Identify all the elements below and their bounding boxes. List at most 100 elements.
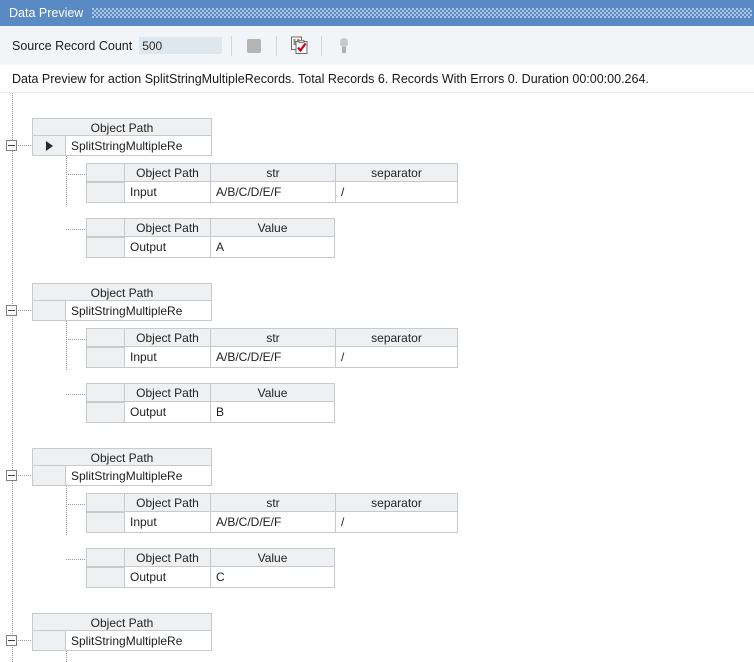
cell-object-path: Input	[124, 182, 210, 203]
group-header-label: Object Path	[90, 120, 154, 135]
collapse-minus-icon[interactable]	[6, 305, 17, 316]
preview-status-line: Data Preview for action SplitStringMulti…	[0, 65, 754, 93]
cell-object-path: Output	[124, 237, 210, 258]
clipboard-check-icon[interactable]	[286, 34, 312, 58]
stub-header	[86, 548, 124, 567]
collapse-minus-icon[interactable]	[6, 635, 17, 646]
output-table: Object Path Value Output C	[86, 548, 335, 588]
input-table: Object Path str separator Input A/B/C/D/…	[86, 163, 458, 203]
data-preview-tree[interactable]: Object Path SplitStringMultipleRe Object…	[0, 93, 754, 662]
output-table-header: Object Path Value	[86, 383, 335, 402]
row-stub[interactable]	[86, 567, 124, 588]
row-selector-cell[interactable]	[32, 465, 65, 486]
stub-header	[86, 383, 124, 402]
table-row[interactable]: Output B	[86, 402, 335, 423]
group-header-object-path: Object Path	[32, 283, 212, 301]
tree-child-spine	[66, 156, 67, 205]
input-table-header: Object Path str separator	[86, 493, 458, 512]
cell-object-path: Input	[124, 347, 210, 368]
tree-connector	[66, 394, 86, 395]
group-header-label: Object Path	[90, 450, 154, 465]
lightbulb-icon[interactable]	[331, 34, 357, 58]
group-header-label: Object Path	[90, 615, 154, 630]
header-str: str	[210, 163, 335, 182]
group-name: SplitStringMultipleRe	[65, 630, 212, 651]
tree-connector	[18, 145, 32, 146]
input-table: Object Path str separator Input A/B/C/D/…	[86, 328, 458, 368]
row-stub[interactable]	[86, 182, 124, 203]
row-selector-triangle-icon[interactable]	[32, 135, 65, 156]
header-object-path: Object Path	[124, 548, 210, 567]
group-header-object-path: Object Path	[32, 448, 212, 466]
tree-child-spine	[66, 486, 67, 535]
stub-header	[86, 328, 124, 347]
table-row[interactable]: Output C	[86, 567, 335, 588]
tree-connector	[66, 339, 86, 340]
stub-header	[86, 218, 124, 237]
header-separator: separator	[335, 163, 458, 182]
preview-status-text: Data Preview for action SplitStringMulti…	[12, 71, 649, 86]
table-row[interactable]: Input A/B/C/D/E/F /	[86, 182, 458, 203]
cell-separator: /	[335, 182, 458, 203]
group-header-object-path: Object Path	[32, 118, 212, 136]
group-row[interactable]: SplitStringMultipleRe	[32, 465, 212, 486]
collapse-minus-icon[interactable]	[6, 470, 17, 481]
toolbar-divider-1	[231, 35, 233, 56]
toolbar-divider-2	[276, 35, 278, 56]
cell-value: A	[210, 237, 335, 258]
source-record-count-input[interactable]	[139, 37, 223, 54]
table-row[interactable]: Output A	[86, 237, 335, 258]
header-separator: separator	[335, 328, 458, 347]
cell-str: A/B/C/D/E/F	[210, 347, 335, 368]
group-name: SplitStringMultipleRe	[65, 135, 212, 156]
output-table-header: Object Path Value	[86, 218, 335, 237]
header-object-path: Object Path	[124, 163, 210, 182]
stub-header	[86, 163, 124, 182]
header-value: Value	[210, 548, 335, 567]
group-header-label: Object Path	[90, 285, 154, 300]
header-str: str	[210, 493, 335, 512]
dotted-grip-icon	[92, 8, 752, 18]
tree-connector	[18, 640, 32, 641]
cell-separator: /	[335, 512, 458, 533]
cell-object-path: Output	[124, 402, 210, 423]
stub-header	[86, 493, 124, 512]
row-stub[interactable]	[86, 237, 124, 258]
row-selector-cell[interactable]	[32, 630, 65, 651]
output-table-header: Object Path Value	[86, 548, 335, 567]
row-selector-cell[interactable]	[32, 300, 65, 321]
group-row[interactable]: SplitStringMultipleRe	[32, 300, 212, 321]
header-str: str	[210, 328, 335, 347]
row-stub[interactable]	[86, 347, 124, 368]
row-stub[interactable]	[86, 512, 124, 533]
collapse-minus-icon[interactable]	[6, 140, 17, 151]
header-separator: separator	[335, 493, 458, 512]
row-stub[interactable]	[86, 402, 124, 423]
table-row[interactable]: Input A/B/C/D/E/F /	[86, 347, 458, 368]
cell-separator: /	[335, 347, 458, 368]
preview-toolbar: Source Record Count	[0, 26, 754, 66]
tree-connector	[66, 174, 86, 175]
cell-object-path: Output	[124, 567, 210, 588]
cell-value: B	[210, 402, 335, 423]
tree-connector	[66, 559, 86, 560]
group-header-object-path: Object Path	[32, 613, 212, 631]
source-record-count-label: Source Record Count	[12, 38, 133, 53]
panel-title: Data Preview	[9, 6, 84, 20]
input-table-header: Object Path str separator	[86, 163, 458, 182]
table-row[interactable]: Input A/B/C/D/E/F /	[86, 512, 458, 533]
cell-str: A/B/C/D/E/F	[210, 512, 335, 533]
tree-child-spine	[66, 651, 67, 662]
group-name: SplitStringMultipleRe	[65, 300, 212, 321]
cell-value: C	[210, 567, 335, 588]
tree-connector	[66, 229, 86, 230]
tree-child-spine	[66, 321, 67, 370]
header-object-path: Object Path	[124, 493, 210, 512]
header-object-path: Object Path	[124, 218, 210, 237]
group-row[interactable]: SplitStringMultipleRe	[32, 630, 212, 651]
header-value: Value	[210, 218, 335, 237]
stop-square-icon[interactable]	[241, 34, 267, 58]
tree-connector	[18, 310, 32, 311]
group-row[interactable]: SplitStringMultipleRe	[32, 135, 212, 156]
header-object-path: Object Path	[124, 383, 210, 402]
